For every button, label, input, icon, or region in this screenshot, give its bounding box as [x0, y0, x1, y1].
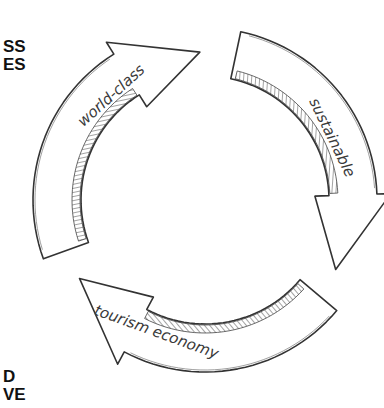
arrow-body [33, 42, 200, 259]
arrow-body [79, 278, 336, 372]
sketch-stroke [249, 36, 375, 188]
sketch-stroke [35, 59, 110, 250]
arrow-hatching [145, 284, 304, 333]
arrow-body [231, 32, 384, 270]
side-label: SS ES [3, 38, 37, 74]
side-label: D VE [3, 368, 33, 404]
